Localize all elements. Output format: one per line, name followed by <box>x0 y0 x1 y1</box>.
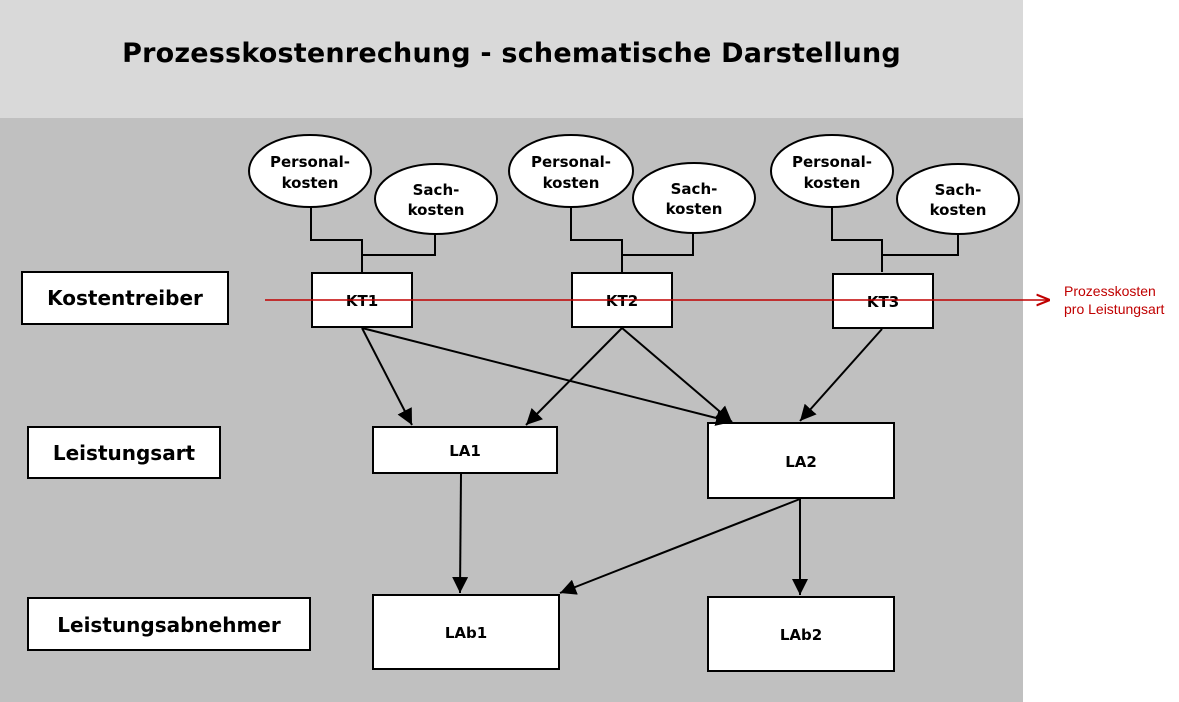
row-label-leistungsart: Leistungsart <box>27 426 221 479</box>
lab1-node: LAb1 <box>372 594 560 670</box>
arrow-kt3-la2 <box>799 328 883 422</box>
sachkosten-label: Sach- <box>671 180 718 198</box>
arrow-la1-lab1 <box>452 473 469 594</box>
arrow-kt1-la2 <box>361 327 733 426</box>
sachkosten-label: Sach- <box>935 181 982 199</box>
personalkosten-label: kosten <box>543 174 600 192</box>
la1-node: LA1 <box>372 426 558 474</box>
arrow-kt2-la2 <box>621 327 733 423</box>
kt2-label: KT2 <box>606 292 638 310</box>
lab1-label: LAb1 <box>445 624 487 642</box>
sachkosten-ellipse <box>374 163 498 235</box>
arrow-kt2-la1 <box>525 327 623 426</box>
row-label-leistungsabnehmer-text: Leistungsabnehmer <box>57 613 281 637</box>
kt1-label: KT1 <box>346 292 378 310</box>
personalkosten-ellipse <box>248 134 372 208</box>
annotation-label: pro Leistungsart <box>1064 301 1165 317</box>
kt3-label: KT3 <box>867 293 899 311</box>
title-band: Prozesskostenrechung - schematische Dars… <box>0 0 1023 118</box>
sachkosten-ellipse <box>896 163 1020 235</box>
kt3-node: KT3 <box>832 273 934 329</box>
sachkosten-label: kosten <box>666 200 723 218</box>
annotation-label: Prozesskosten <box>1064 283 1156 299</box>
diagram-title: Prozesskostenrechung - schematische Dars… <box>122 38 901 69</box>
sachkosten-label: Sach- <box>413 181 460 199</box>
flow-arrows <box>361 327 883 595</box>
arrow-kt1-la1 <box>361 327 413 426</box>
lab2-node: LAb2 <box>707 596 895 672</box>
row-label-leistungsabnehmer: Leistungsabnehmer <box>27 597 311 651</box>
la2-node: LA2 <box>707 422 895 499</box>
la2-label: LA2 <box>785 453 817 471</box>
personalkosten-label: kosten <box>282 174 339 192</box>
lab2-label: LAb2 <box>780 626 822 644</box>
row-label-kostentreiber: Kostentreiber <box>21 271 229 325</box>
personalkosten-label: Personal- <box>792 153 872 171</box>
personalkosten-label: Personal- <box>270 153 350 171</box>
row-label-leistungsart-text: Leistungsart <box>53 441 196 465</box>
cost-group-2: Personal- kosten Sach- kosten <box>508 134 756 272</box>
sachkosten-label: kosten <box>930 201 987 219</box>
cost-group-3: Personal- kosten Sach- kosten <box>770 134 1020 272</box>
sachkosten-ellipse <box>632 162 756 234</box>
personalkosten-label: Personal- <box>531 153 611 171</box>
arrow-la2-lab1 <box>559 498 801 595</box>
personalkosten-ellipse <box>508 134 634 208</box>
sachkosten-label: kosten <box>408 201 465 219</box>
cost-group-1: Personal- kosten Sach- kosten <box>248 134 498 272</box>
personalkosten-label: kosten <box>804 174 861 192</box>
row-label-kostentreiber-text: Kostentreiber <box>47 286 203 310</box>
personalkosten-ellipse <box>770 134 894 208</box>
la1-label: LA1 <box>449 442 481 460</box>
